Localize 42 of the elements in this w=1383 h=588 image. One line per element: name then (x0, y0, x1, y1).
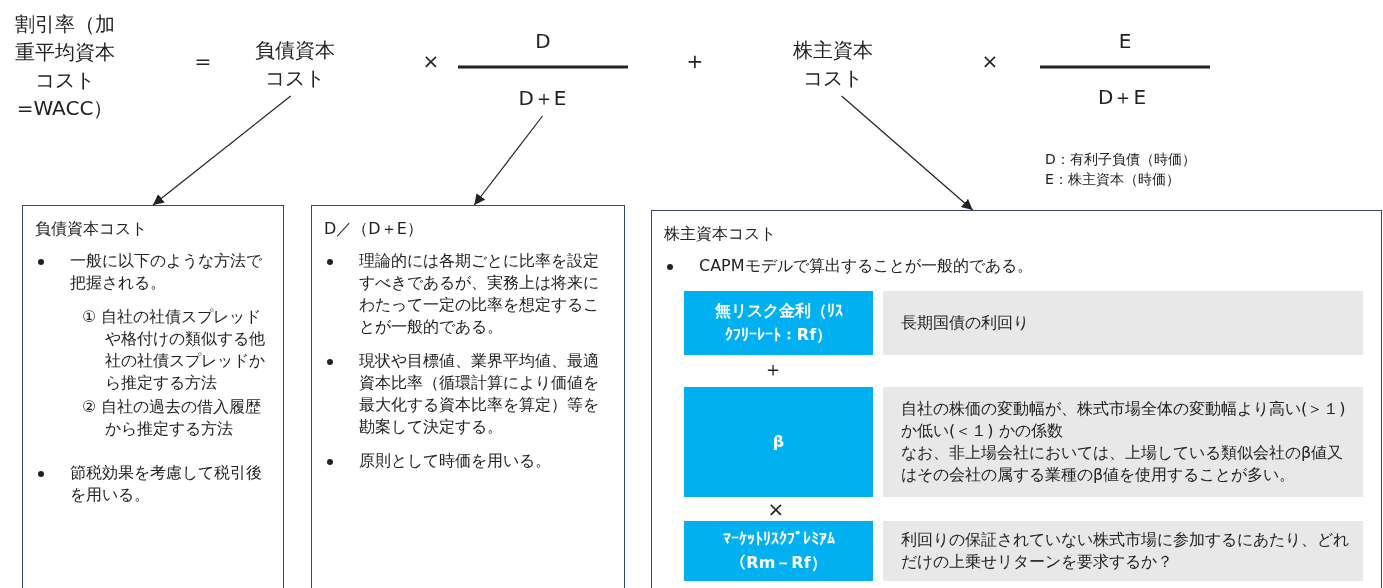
formula-term: 負債資本コスト (252, 36, 338, 92)
factor-name: ﾏｰｹｯﾄﾘｽｸﾌﾟﾚﾐｱﾑ（Rm－Rf） (721, 528, 836, 574)
arrow (152, 95, 292, 206)
info-panel (651, 210, 1382, 588)
bullet-item: 現状や目標値、業界平均値、最適資本比率（循環計算により価値を最大化する資本比率を算定）等を勘案して決定する。 (359, 350, 600, 438)
arrow (473, 115, 544, 206)
factor-name: 無リスク金利（ﾘｽｸﾌﾘｰﾚｰﾄ：Rf） (714, 300, 843, 346)
formula-text: 割引率（加重平均資本コスト=WACC） (14, 11, 116, 122)
bullet-item: 一般に以下のような方法で把握される。 (70, 250, 263, 294)
operator-sign: = (194, 48, 212, 74)
description-text: なお、非上場会社においては、上場している類似会社のβ値又はその会社の属する業種のβ値を使用することが多い。 (901, 442, 1345, 486)
info-panel (22, 205, 284, 588)
factor-cell (684, 521, 873, 581)
panel-heading: 負債資本コスト (35, 218, 148, 240)
bullet-item: 理論的には各期ごとに比率を設定すべきであるが、実務上は将来にわたって一定の比率を想定することが一般的である。 (359, 250, 600, 338)
operator-sign: × (767, 496, 785, 522)
numbered-item: ① 自社の社債スプレッドや格付けの類似する他社の社債スプレッドから推定する方法 (81, 306, 266, 394)
bullet-item: 節税効果を考慮して税引後を用いる。 (70, 462, 263, 506)
numbered-item: ② 自社の過去の借入履歴から推定する方法 (81, 396, 263, 440)
operator-sign: ＋ (763, 356, 783, 382)
bullet-item: CAPMモデルで算出することが一般的である。 (699, 255, 1034, 277)
formula-term: 株主資本コスト (790, 36, 876, 92)
panel-heading: D／（D＋E） (324, 218, 424, 240)
formula-text: E (1118, 28, 1132, 54)
info-panel (311, 205, 625, 588)
arrow (841, 95, 974, 211)
description-text: 自社の株価の変動幅が、株式市場全体の変動幅より高い(＞１) か低い(＜１) かの係数 (901, 398, 1347, 442)
operator-sign: + (686, 48, 704, 74)
operator-sign: × (981, 48, 999, 74)
operator-sign: × (422, 48, 440, 74)
factor-cell (684, 387, 873, 497)
description-text: 利回りの保証されていない株式市場に参加するにあたり、どれだけの上乗せリターンを要求するか？ (901, 529, 1350, 573)
factor-cell (684, 291, 873, 355)
note-text: D：有利子負債（時価） (1045, 150, 1196, 169)
description-text: 長期国債の利回り (901, 312, 1030, 334)
bullet-item: 原則として時価を用いる。 (359, 450, 552, 472)
note-text: E：株主資本（時価） (1045, 170, 1180, 189)
formula-text: D (535, 28, 551, 54)
panel-heading: 株主資本コスト (664, 223, 777, 245)
factor-name: β (772, 431, 785, 453)
formula-term: D＋E (505, 84, 580, 112)
formula-text: D＋E (1098, 84, 1146, 110)
